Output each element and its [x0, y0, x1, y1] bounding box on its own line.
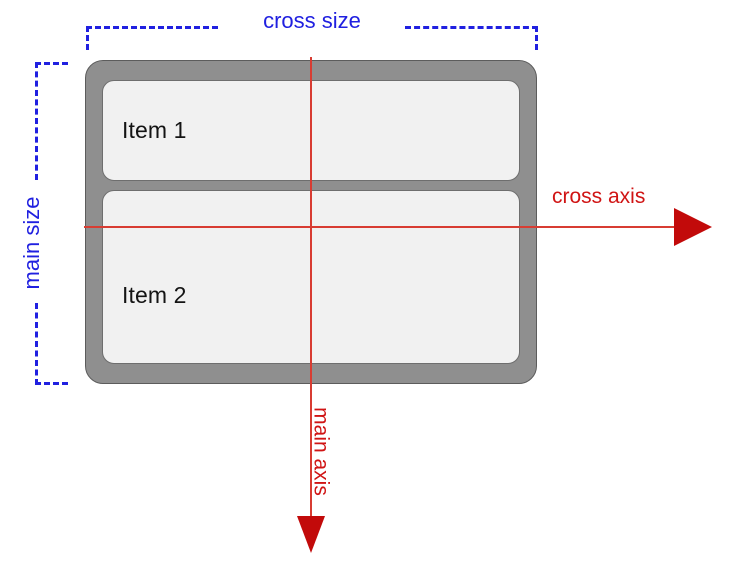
cross-axis-line	[84, 226, 676, 228]
main-size-bracket-bottom-segment	[35, 303, 68, 385]
cross-axis-arrowhead-icon	[674, 208, 712, 246]
main-axis-label: main axis	[309, 407, 333, 496]
flex-item-2-label: Item 2	[122, 281, 187, 308]
main-size-bracket-top-segment	[35, 62, 68, 180]
flex-item-1-label: Item 1	[122, 117, 187, 143]
main-axis-line	[310, 57, 312, 520]
main-axis-arrowhead-icon	[297, 516, 325, 553]
main-size-label: main size	[19, 196, 44, 290]
cross-size-bracket-right-segment	[405, 26, 538, 50]
cross-size-label: cross size	[263, 8, 361, 33]
cross-axis-label: cross axis	[552, 185, 646, 208]
cross-size-bracket-left-segment	[86, 26, 218, 50]
